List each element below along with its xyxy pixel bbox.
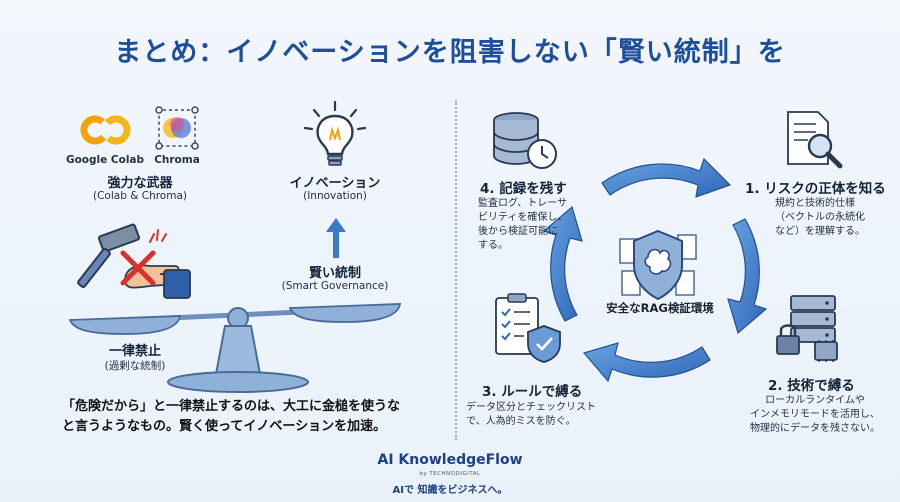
prohibited-x-icon	[120, 250, 156, 286]
hammer-icon	[77, 223, 141, 288]
footer-by: by TECHNODIGITAL	[419, 471, 481, 477]
ban-title: 一律禁止	[108, 344, 161, 359]
server-lock-chip-icon	[776, 295, 838, 362]
weapon-subtitle: (Colab & Chroma)	[93, 190, 187, 202]
conclusion-line-1: 「危険だから」と一律禁止するのは、大工に金槌を使うな	[62, 399, 401, 414]
tool-name-colab: Google Colab	[65, 154, 145, 166]
chroma-logo-icon	[155, 106, 199, 150]
governance-title: 賢い統制	[308, 266, 361, 281]
up-arrow-icon	[326, 218, 346, 258]
conclusion-line-2: と言うようなもの。賢く使ってイノベーションを加速。	[62, 419, 387, 434]
footer-brand: AI KnowledgeFlow	[377, 452, 523, 468]
step-3-title: 3. ルールで縛る	[482, 384, 583, 400]
step-2-description: ローカルランタイムや インメモリモードを活用し、 物理的にデータを残さない。	[750, 395, 880, 434]
database-clock-icon	[493, 112, 557, 169]
step-4-title: 4. 記録を残す	[480, 181, 567, 197]
step-1-description: 規約と技術的仕様 （ベクトルの永続化 など）を理解する。	[775, 198, 865, 237]
governance-subtitle: (Smart Governance)	[281, 280, 389, 292]
cycle-arrows	[542, 157, 768, 383]
innovation-subtitle: (Innovation)	[303, 190, 367, 202]
document-search-icon	[787, 111, 843, 169]
ban-subtitle: (過剰な統制)	[104, 360, 166, 372]
lightbulb-icon	[303, 100, 367, 166]
step-4-description: 監査ログ、トレーサ ビリティを確保し、 後から検証可能に する。	[478, 198, 568, 251]
step-1-title: 1. リスクの正体を知る	[745, 181, 886, 197]
section-divider	[455, 100, 457, 440]
step-3-description: データ区分とチェックリスト で、人為的ミスを防ぐ。	[466, 402, 596, 427]
footer-tagline: AIで 知識をビジネスへ。	[392, 485, 508, 496]
colab-logo-icon	[80, 115, 131, 145]
page-title: まとめ：イノベーションを阻害しない「賢い統制」を	[114, 37, 786, 68]
balance-scale-icon	[68, 303, 402, 393]
alert-spark-icon	[149, 229, 167, 243]
secure-brain-shield-icon	[619, 229, 697, 301]
tool-name-chroma: Chroma	[154, 154, 200, 166]
innovation-title: イノベーション	[289, 176, 381, 191]
checklist-shield-icon	[495, 293, 561, 363]
step-2-title: 2. 技術で縛る	[768, 378, 855, 394]
weapon-title: 強力な武器	[107, 176, 173, 191]
center-label: 安全なRAG検証環境	[606, 301, 714, 315]
